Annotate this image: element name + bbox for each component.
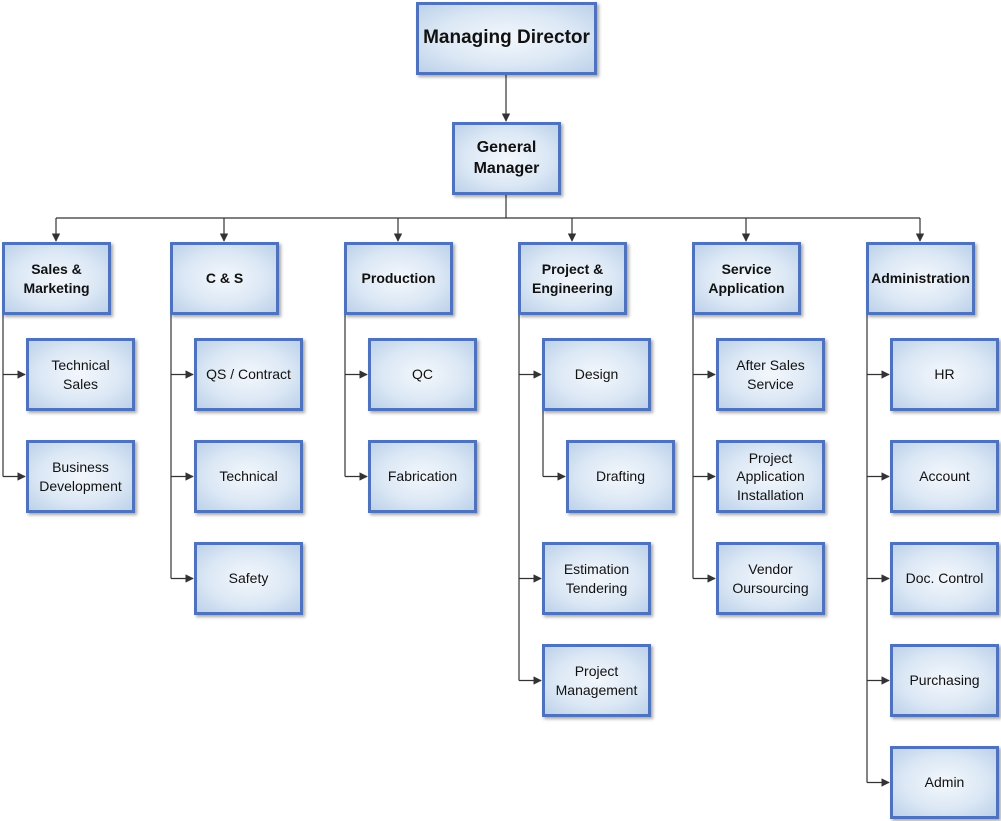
unit-label: Vendor Oursourcing [732,561,809,596]
box-dept-administration: Administration [866,242,975,315]
box-unit-safety: Safety [194,542,303,615]
box-unit-estimation-tendering: Estimation Tendering [542,542,651,615]
unit-label: Design [574,366,619,383]
unit-label: Safety [228,570,269,587]
dept-label: Service Application [708,261,785,296]
unit-label: Technical Sales [51,357,110,392]
unit-label: Estimation Tendering [563,561,630,596]
dept-label: Project & Engineering [532,261,613,296]
box-unit-hr: HR [890,338,999,411]
unit-label: Project Application Installation [736,450,805,503]
box-unit-design: Design [542,338,651,411]
dept-label: Administration [871,270,970,287]
unit-label: After Sales Service [736,357,805,392]
unit-label: HR [934,366,955,383]
unit-label: Project Management [555,663,638,698]
box-unit-doc-control: Doc. Control [890,542,999,615]
unit-label: Purchasing [909,672,980,689]
unit-label: Fabrication [387,468,458,485]
general-manager-label: General Manager [473,138,540,177]
unit-label: Admin [924,774,965,791]
box-dept-project-engineering: Project & Engineering [518,242,627,315]
box-dept-sales-marketing: Sales & Marketing [2,242,111,315]
dept-label: Sales & Marketing [23,261,90,296]
box-unit-drafting: Drafting [566,440,675,513]
box-dept-production: Production [344,242,453,315]
box-unit-technical-sales: Technical Sales [26,338,135,411]
managing-director-label: Managing Director [423,27,590,49]
box-dept-service-application: Service Application [692,242,801,315]
box-unit-qc: QC [368,338,477,411]
box-unit-technical: Technical [194,440,303,513]
box-unit-vendor-oursourcing: Vendor Oursourcing [716,542,825,615]
unit-label: Drafting [595,468,646,485]
box-unit-project-application-installation: Project Application Installation [716,440,825,513]
box-managing-director: Managing Director [416,2,597,75]
dept-label: C & S [205,270,244,287]
unit-label: Account [919,468,970,485]
box-unit-project-management: Project Management [542,644,651,717]
box-unit-business-development: Business Development [26,440,135,513]
box-unit-fabrication: Fabrication [368,440,477,513]
unit-label: QC [412,366,433,383]
dept-label: Production [361,270,436,287]
unit-label: QS / Contract [206,366,291,383]
unit-label: Technical [219,468,278,485]
box-unit-admin: Admin [890,746,999,819]
box-unit-purchasing: Purchasing [890,644,999,717]
box-unit-after-sales-service: After Sales Service [716,338,825,411]
unit-label: Doc. Control [905,570,984,587]
box-general-manager: General Manager [452,122,561,195]
box-unit-account: Account [890,440,999,513]
box-dept-c-s: C & S [170,242,279,315]
box-unit-qs-contract: QS / Contract [194,338,303,411]
unit-label: Business Development [39,459,122,494]
